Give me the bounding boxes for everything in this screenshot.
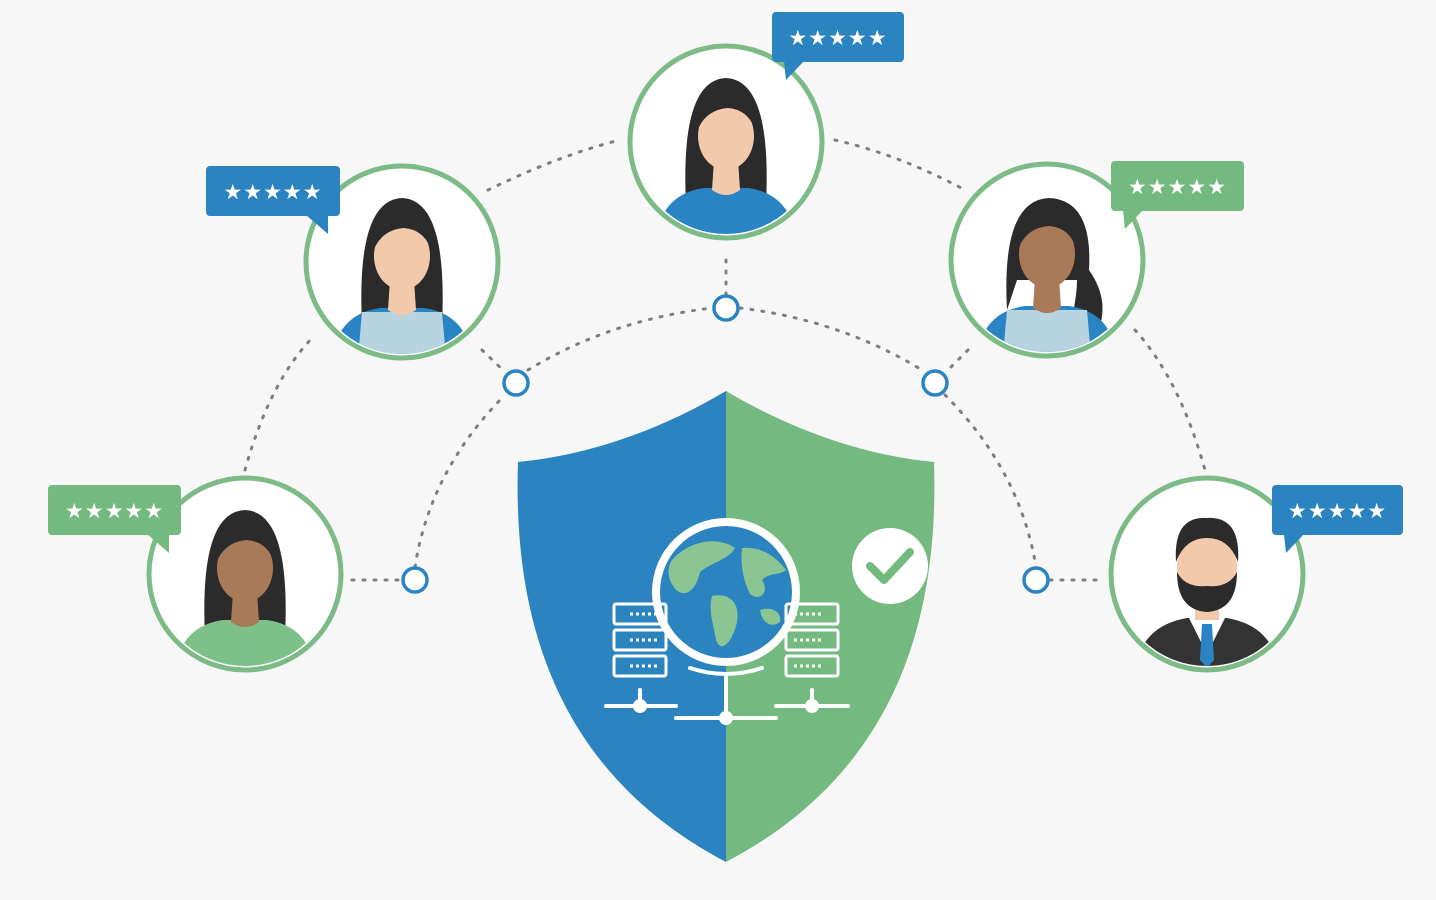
rating-badge-lower-right: ★★★★★	[1272, 485, 1403, 553]
check-circle-icon	[852, 528, 928, 604]
user-node-upper-right[interactable]: ★★★★★	[948, 161, 1244, 359]
rating-badge-top: ★★★★★	[772, 12, 904, 80]
user-node-lower-right[interactable]: ★★★★★	[1108, 475, 1403, 673]
inner-arc-right-lower	[943, 393, 1038, 569]
rating-badge-upper-right: ★★★★★	[1111, 161, 1244, 229]
outer-arc-left	[243, 333, 317, 472]
inner-arc-right-upper	[738, 306, 924, 372]
outer-arc-top-right	[833, 138, 967, 192]
outer-arc-right	[1133, 328, 1207, 472]
globe-icon	[652, 518, 800, 666]
user-node-lower-left[interactable]: ★★★★★	[48, 475, 344, 673]
outer-arc-top-left	[486, 138, 622, 192]
user-node-upper-left[interactable]: ★★★★★	[206, 163, 501, 361]
node-lower-left	[401, 566, 429, 594]
inner-arc-left-lower	[413, 393, 507, 569]
rating-badge-lower-left: ★★★★★	[48, 485, 181, 553]
node-top	[712, 294, 740, 322]
server-rack-icon	[612, 602, 840, 678]
inner-arc-left-upper	[526, 306, 714, 372]
network-hub-icon	[604, 666, 850, 725]
woman-avatar-icon	[977, 198, 1117, 352]
star-rating-lower-right: ★★★★★	[1288, 499, 1387, 523]
star-rating-top: ★★★★★	[788, 26, 887, 50]
woman-avatar-icon	[656, 78, 796, 234]
star-rating-upper-right: ★★★★★	[1128, 175, 1227, 199]
rating-badge-upper-left: ★★★★★	[206, 166, 340, 234]
star-rating-lower-left: ★★★★★	[65, 499, 164, 523]
spoke-upper-right	[944, 348, 970, 374]
spoke-upper-left	[480, 348, 507, 374]
node-upper-left	[502, 369, 530, 397]
man-avatar-icon	[1135, 517, 1279, 666]
user-node-top[interactable]: ★★★★★	[627, 12, 904, 241]
users-layer: ★★★★★ ★★★★★ ★★★★★ ★★★★★ ★★★★★	[48, 12, 1403, 673]
node-upper-right	[921, 369, 949, 397]
woman-avatar-icon	[175, 510, 315, 666]
woman-avatar-icon	[332, 198, 472, 354]
connection-lines	[243, 138, 1207, 582]
node-lower-right	[1022, 566, 1050, 594]
star-rating-upper-left: ★★★★★	[223, 180, 322, 204]
connection-nodes	[401, 294, 1050, 594]
